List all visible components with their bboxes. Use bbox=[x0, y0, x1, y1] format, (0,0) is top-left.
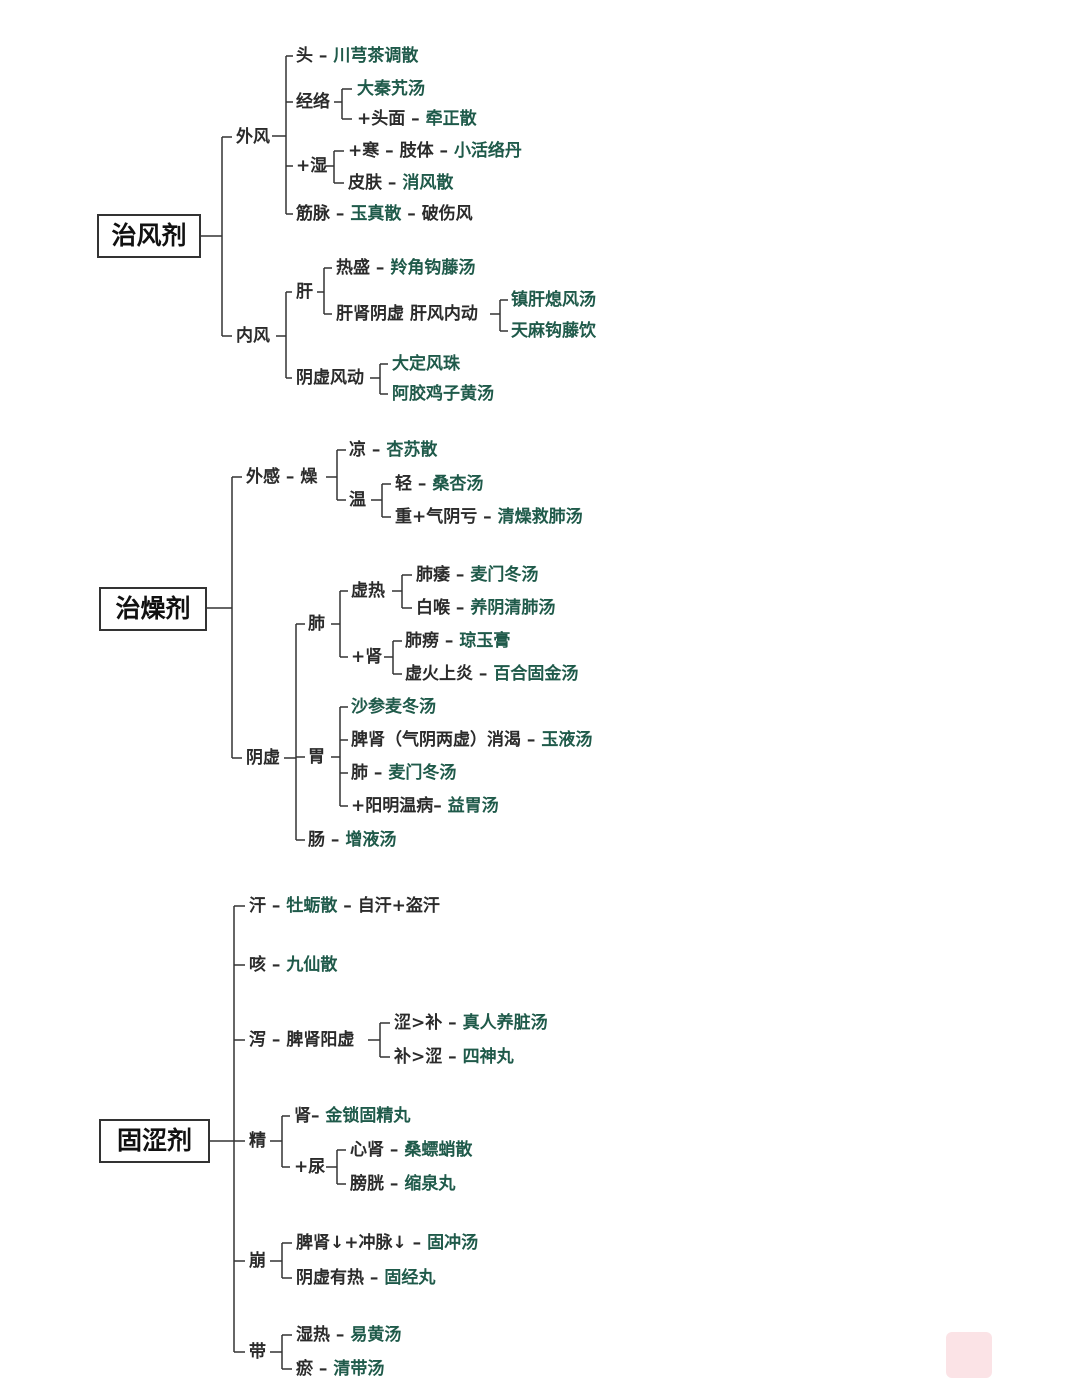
astringe-connectors bbox=[210, 905, 390, 1370]
deficiency-heat-label: 虚热 bbox=[351, 581, 385, 601]
heavy-branch: 重+气阴亏 – 清燥救肺汤 bbox=[395, 507, 583, 527]
formula-zhengan: 镇肝熄风汤 bbox=[511, 290, 596, 310]
diphtheria-branch: 白喉 – 养阴清肺汤 bbox=[416, 598, 556, 618]
tonify-over-astringe-branch: 补>涩 – 四神丸 bbox=[394, 1047, 514, 1067]
formula-daqinjiao: 大秦艽汤 bbox=[357, 79, 425, 99]
heart-kidney-branch: 心肾 – 桑螵蛸散 bbox=[350, 1140, 473, 1160]
yin-deficiency-wind-label: 阴虚风动 bbox=[296, 368, 364, 388]
formula-tianma: 天麻钩藤饮 bbox=[511, 321, 596, 341]
meridian-label: 经络 bbox=[296, 92, 330, 112]
yin-heat-branch: 阴虚有热 – 固经丸 bbox=[296, 1268, 436, 1288]
internal-wind-label: 内风 bbox=[236, 326, 270, 346]
wind-connectors bbox=[200, 55, 508, 395]
liver-label: 肝 bbox=[296, 282, 313, 302]
light-branch: 轻 – 桑杏汤 bbox=[395, 474, 484, 494]
astringent-formulas-title: 固涩剂 bbox=[99, 1119, 210, 1163]
fire-rising-branch: 虚火上炎 – 百合固金汤 bbox=[405, 664, 579, 684]
dryness-formulas-title: 治燥剂 bbox=[99, 587, 207, 631]
kidney-label: +肾 bbox=[351, 647, 383, 667]
external-wind-label: 外风 bbox=[236, 127, 270, 147]
spleen-kidney-chong-branch: 脾肾↓+冲脉↓ – 固冲汤 bbox=[296, 1233, 479, 1253]
lung-label: 肺 bbox=[308, 614, 325, 634]
urine-label: +尿 bbox=[294, 1157, 326, 1177]
tendon-branch: 筋脉 – 玉真散 – 破伤风 bbox=[296, 204, 473, 224]
lung-atrophy-branch: 肺痿 – 麦门冬汤 bbox=[416, 565, 539, 585]
wind-formulas-title: 治风剂 bbox=[97, 214, 201, 258]
cough-branch: 咳 – 九仙散 bbox=[249, 955, 338, 975]
bladder-branch: 膀胱 – 缩泉丸 bbox=[350, 1174, 456, 1194]
astringe-over-tonify-branch: 涩>补 – 真人养脏汤 bbox=[394, 1013, 548, 1033]
flooding-label: 崩 bbox=[249, 1251, 266, 1271]
formula-ejiao: 阿胶鸡子黄汤 bbox=[392, 384, 494, 404]
formula-dading: 大定风珠 bbox=[392, 354, 460, 374]
external-dryness-branch: 外感 – 燥 bbox=[246, 467, 318, 487]
stasis-branch: 瘀 – 清带汤 bbox=[296, 1359, 385, 1379]
damp-heat-branch: 湿热 – 易黄汤 bbox=[296, 1325, 402, 1345]
kidney-essence-branch: 肾– 金锁固精丸 bbox=[294, 1106, 411, 1126]
wasting-thirst-branch: 脾肾（气阴两虚）消渴 – 玉液汤 bbox=[351, 730, 593, 750]
head-face-branch: +头面 – 牵正散 bbox=[357, 109, 477, 129]
intestine-branch: 肠 – 增液汤 bbox=[308, 830, 397, 850]
yin-deficiency-label: 阴虚 bbox=[246, 748, 280, 768]
formula-shashen: 沙参麦冬汤 bbox=[351, 697, 436, 717]
decorative-blob bbox=[946, 1332, 992, 1378]
heat-branch: 热盛 – 羚角钩藤汤 bbox=[336, 258, 476, 278]
essence-label: 精 bbox=[249, 1131, 266, 1151]
stomach-label: 胃 bbox=[308, 747, 325, 767]
dry-connectors bbox=[207, 449, 412, 841]
head-branch: 头 – 川芎茶调散 bbox=[296, 46, 419, 66]
liver-kidney-branch: 肝肾阴虚 肝风内动 bbox=[336, 304, 478, 324]
consumption-branch: 肺痨 – 琼玉膏 bbox=[405, 631, 511, 651]
cold-limbs-branch: +寒 – 肢体 – 小活络丹 bbox=[348, 141, 522, 161]
cool-branch: 凉 – 杏苏散 bbox=[349, 440, 438, 460]
sweat-branch: 汗 – 牡蛎散 – 自汗+盗汗 bbox=[249, 896, 440, 916]
damp-label: +湿 bbox=[296, 156, 328, 176]
leukorrhea-label: 带 bbox=[249, 1342, 266, 1362]
diarrhea-branch: 泻 – 脾肾阳虚 bbox=[249, 1030, 355, 1050]
lung-stomach-branch: 肺 – 麦门冬汤 bbox=[351, 763, 457, 783]
skin-branch: 皮肤 – 消风散 bbox=[348, 173, 454, 193]
yangming-branch: +阳明温病– 益胃汤 bbox=[351, 796, 499, 816]
warm-label: 温 bbox=[349, 490, 366, 510]
